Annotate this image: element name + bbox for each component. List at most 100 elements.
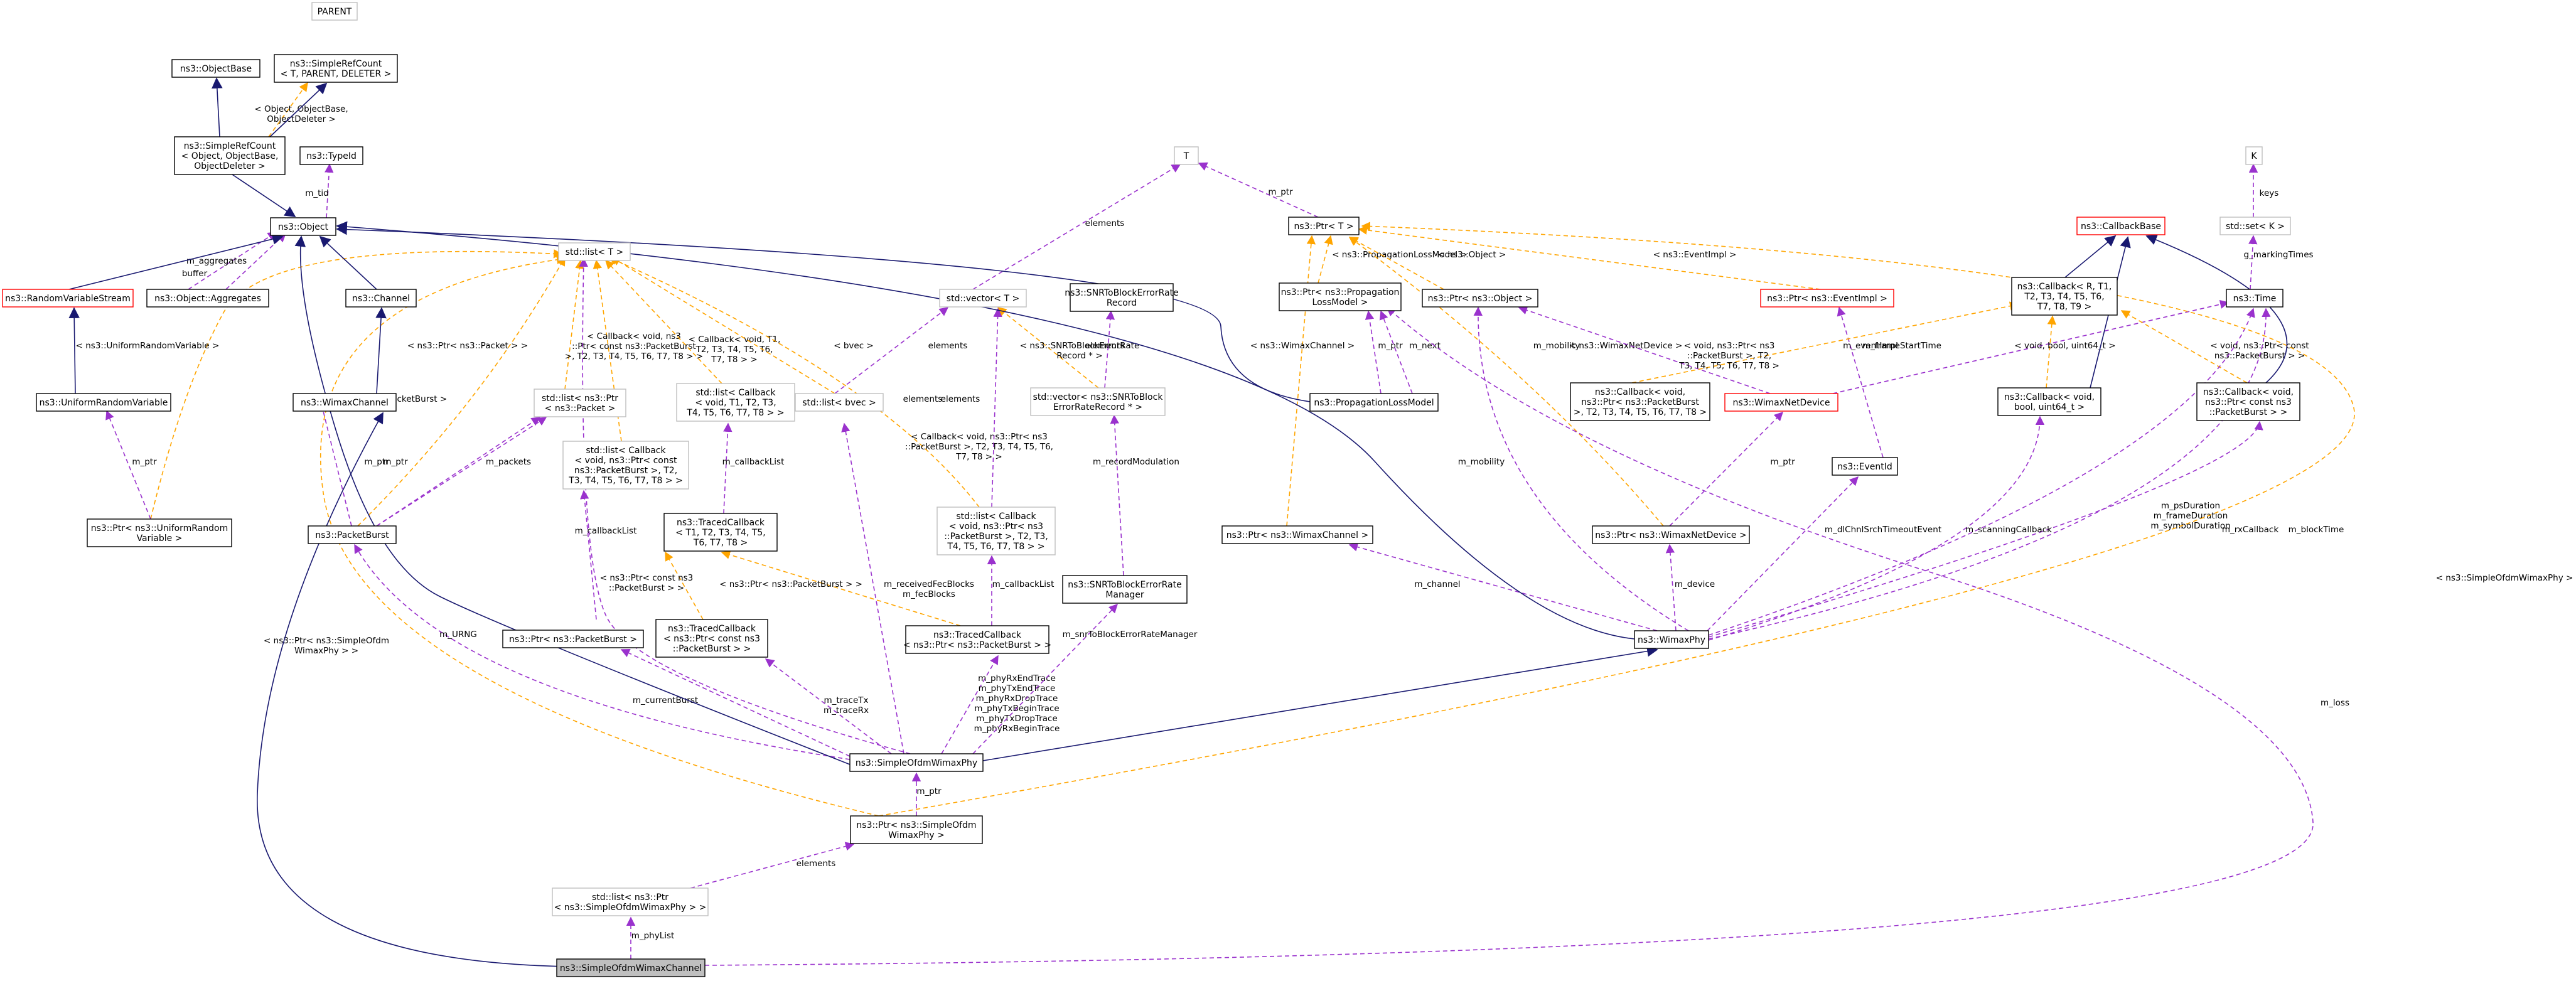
class-node-ptr-simpleofdmphy[interactable]: ns3::Ptr< ns3::SimpleOfdmWimaxPhy > (850, 815, 983, 844)
node-box[interactable] (345, 289, 417, 308)
node-box[interactable] (1422, 289, 1538, 308)
class-node-list-callback-t1[interactable]: std::list< Callback< void, T1, T2, T3,T4… (676, 383, 795, 422)
class-node-traced-const-pb[interactable]: ns3::TracedCallback< ns3::Ptr< const ns3… (655, 619, 768, 658)
node-box[interactable] (308, 525, 397, 544)
node-box[interactable] (2196, 382, 2300, 421)
class-node-callback-pb-wnd[interactable]: ns3::Callback< void,ns3::Ptr< ns3::Packe… (1570, 382, 1710, 421)
class-node-t[interactable]: T (1174, 146, 1199, 165)
class-node-ptr-packetburst[interactable]: ns3::Ptr< ns3::PacketBurst > (502, 630, 644, 648)
node-box[interactable] (1221, 525, 1373, 544)
node-box[interactable] (299, 146, 363, 165)
node-box[interactable] (1570, 382, 1710, 421)
class-node-list-t[interactable]: std::list< T > (558, 242, 631, 261)
class-node-k[interactable]: K (2245, 146, 2263, 165)
class-node-callback-tpl[interactable]: ns3::Callback< R, T1,T2, T3, T4, T5, T6,… (2011, 277, 2118, 316)
class-node-eventid[interactable]: ns3::EventId (1832, 457, 1898, 476)
class-node-list-bvec[interactable]: std::list< bvec > (795, 393, 884, 412)
node-box[interactable] (1724, 393, 1838, 412)
node-box[interactable] (1030, 387, 1166, 416)
class-node-plm[interactable]: ns3::PropagationLossModel (1309, 393, 1439, 412)
class-node-ptr-plm[interactable]: ns3::Ptr< ns3::PropagationLossModel > (1279, 282, 1402, 311)
class-node-list-ptr-packet[interactable]: std::list< ns3::Ptr< ns3::Packet > (534, 389, 626, 417)
class-node-ptr-t[interactable]: ns3::Ptr< T > (1288, 217, 1360, 235)
node-box[interactable] (1309, 393, 1439, 412)
node-box[interactable] (850, 815, 983, 844)
class-node-simpleofdmphy[interactable]: ns3::SimpleOfdmWimaxPhy (849, 753, 984, 772)
class-node-simpleofdmchannel[interactable]: ns3::SimpleOfdmWimaxChannel (556, 958, 706, 977)
node-box[interactable] (939, 289, 1027, 308)
class-node-parent[interactable]: PARENT (311, 2, 358, 21)
node-box[interactable] (311, 2, 358, 21)
node-box[interactable] (270, 217, 336, 236)
node-box[interactable] (2076, 217, 2165, 235)
node-box[interactable] (1592, 525, 1750, 544)
class-node-rvs[interactable]: ns3::RandomVariableStream (2, 289, 134, 308)
class-node-list-ptr-simpleofdm[interactable]: std::list< ns3::Ptr< ns3::SimpleOfdmWima… (552, 887, 709, 916)
class-node-srefcount[interactable]: ns3::SimpleRefCount< Object, ObjectBase,… (174, 136, 286, 175)
class-node-wimaxnetdevice[interactable]: ns3::WimaxNetDevice (1724, 393, 1838, 412)
node-box[interactable] (1279, 282, 1402, 311)
node-box[interactable] (1288, 217, 1360, 235)
node-box[interactable] (36, 393, 171, 412)
node-box[interactable] (171, 59, 260, 78)
class-node-set-k[interactable]: std::set< K > (2219, 217, 2291, 235)
class-node-ptr-eventimpl[interactable]: ns3::Ptr< ns3::EventImpl > (1760, 289, 1894, 308)
class-node-objectbase[interactable]: ns3::ObjectBase (171, 59, 260, 78)
class-node-srefcount-tpl[interactable]: ns3::SimpleRefCount< T, PARENT, DELETER … (274, 54, 398, 83)
node-box[interactable] (146, 289, 269, 308)
class-node-packetburst[interactable]: ns3::PacketBurst (308, 525, 397, 544)
node-box[interactable] (849, 753, 984, 772)
node-box[interactable] (534, 389, 626, 417)
class-node-list-callback-pb2[interactable]: std::list< Callback< void, ns3::Ptr< ns3… (936, 507, 1056, 555)
node-box[interactable] (558, 242, 631, 261)
node-box[interactable] (562, 441, 689, 490)
class-node-ptr-object[interactable]: ns3::Ptr< ns3::Object > (1422, 289, 1538, 308)
class-node-callbackbase[interactable]: ns3::CallbackBase (2076, 217, 2165, 235)
node-box[interactable] (2, 289, 134, 308)
node-box[interactable] (1760, 289, 1894, 308)
class-node-object[interactable]: ns3::Object (270, 217, 336, 236)
node-box[interactable] (174, 136, 286, 175)
class-node-vector-t[interactable]: std::vector< T > (939, 289, 1027, 308)
class-node-callback-const-pb[interactable]: ns3::Callback< void,ns3::Ptr< const ns3:… (2196, 382, 2300, 421)
node-box[interactable] (1997, 387, 2101, 416)
node-box[interactable] (292, 393, 397, 412)
class-node-urv[interactable]: ns3::UniformRandomVariable (36, 393, 171, 412)
class-node-time[interactable]: ns3::Time (2226, 289, 2284, 308)
node-box[interactable] (552, 887, 709, 916)
class-node-ptr-urv[interactable]: ns3::Ptr< ns3::UniformRandomVariable > (87, 518, 232, 547)
node-box[interactable] (663, 513, 778, 552)
node-box[interactable] (936, 507, 1056, 555)
class-node-aggregates[interactable]: ns3::Object::Aggregates (146, 289, 269, 308)
node-box[interactable] (556, 958, 706, 977)
class-node-typeid[interactable]: ns3::TypeId (299, 146, 363, 165)
class-node-ptr-wimaxnetdevice[interactable]: ns3::Ptr< ns3::WimaxNetDevice > (1592, 525, 1750, 544)
node-box[interactable] (1634, 630, 1709, 649)
node-box[interactable] (1174, 146, 1199, 165)
class-node-vector-snr[interactable]: std::vector< ns3::SNRToBlockErrorRateRec… (1030, 387, 1166, 416)
node-box[interactable] (274, 54, 398, 83)
node-box[interactable] (1070, 283, 1174, 312)
node-box[interactable] (2219, 217, 2291, 235)
node-box[interactable] (1832, 457, 1898, 476)
class-node-traced-tpl[interactable]: ns3::TracedCallback< T1, T2, T3, T4, T5,… (663, 513, 778, 552)
node-box[interactable] (2226, 289, 2284, 308)
node-box[interactable] (1062, 575, 1188, 604)
class-node-wimaxchannel[interactable]: ns3::WimaxChannel (292, 393, 397, 412)
class-node-ptr-wimaxchannel[interactable]: ns3::Ptr< ns3::WimaxChannel > (1221, 525, 1373, 544)
class-node-traced-pb[interactable]: ns3::TracedCallback< ns3::Ptr< ns3::Pack… (903, 625, 1051, 654)
class-node-wimaxphy[interactable]: ns3::WimaxPhy (1634, 630, 1709, 649)
node-box[interactable] (676, 383, 795, 422)
node-box[interactable] (502, 630, 644, 648)
node-box[interactable] (2245, 146, 2263, 165)
class-node-channel[interactable]: ns3::Channel (345, 289, 417, 308)
node-box[interactable] (2011, 277, 2118, 316)
class-node-list-callback-pb[interactable]: std::list< Callback< void, ns3::Ptr< con… (562, 441, 689, 490)
node-box[interactable] (795, 393, 884, 412)
node-box[interactable] (905, 625, 1049, 654)
class-node-callback-bool[interactable]: ns3::Callback< void,bool, uint64_t > (1997, 387, 2101, 416)
node-box[interactable] (655, 619, 768, 658)
node-box[interactable] (87, 518, 232, 547)
